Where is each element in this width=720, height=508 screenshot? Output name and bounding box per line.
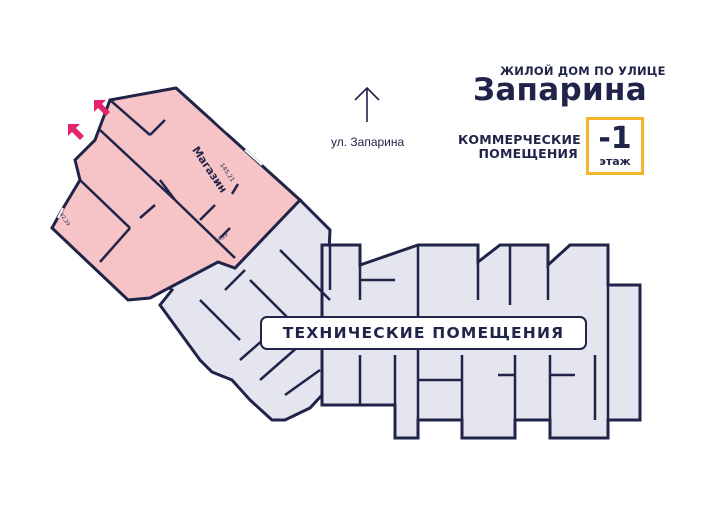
project-subtitle: ЖИЛОЙ ДОМ ПО УЛИЦЕ <box>500 64 666 78</box>
section-label-line1: КОММЕРЧЕСКИЕ <box>458 132 581 147</box>
entrance-arrow-icon <box>68 100 110 140</box>
technical-walls <box>199 245 610 438</box>
north-arrow-icon <box>354 86 380 122</box>
street-label: ул. Запарина <box>331 135 405 149</box>
section-label-line2: ПОМЕЩЕНИЯ <box>478 146 578 161</box>
floor-number: -1 <box>598 121 632 156</box>
shop-windows <box>57 119 263 219</box>
floor-indicator: -1 этаж <box>586 117 644 175</box>
floor-label: этаж <box>599 155 631 168</box>
technical-rooms-label: ТЕХНИЧЕСКИЕ ПОМЕЩЕНИЯ <box>260 316 587 350</box>
commercial-walls <box>79 99 240 263</box>
project-title: Запарина <box>473 72 647 108</box>
